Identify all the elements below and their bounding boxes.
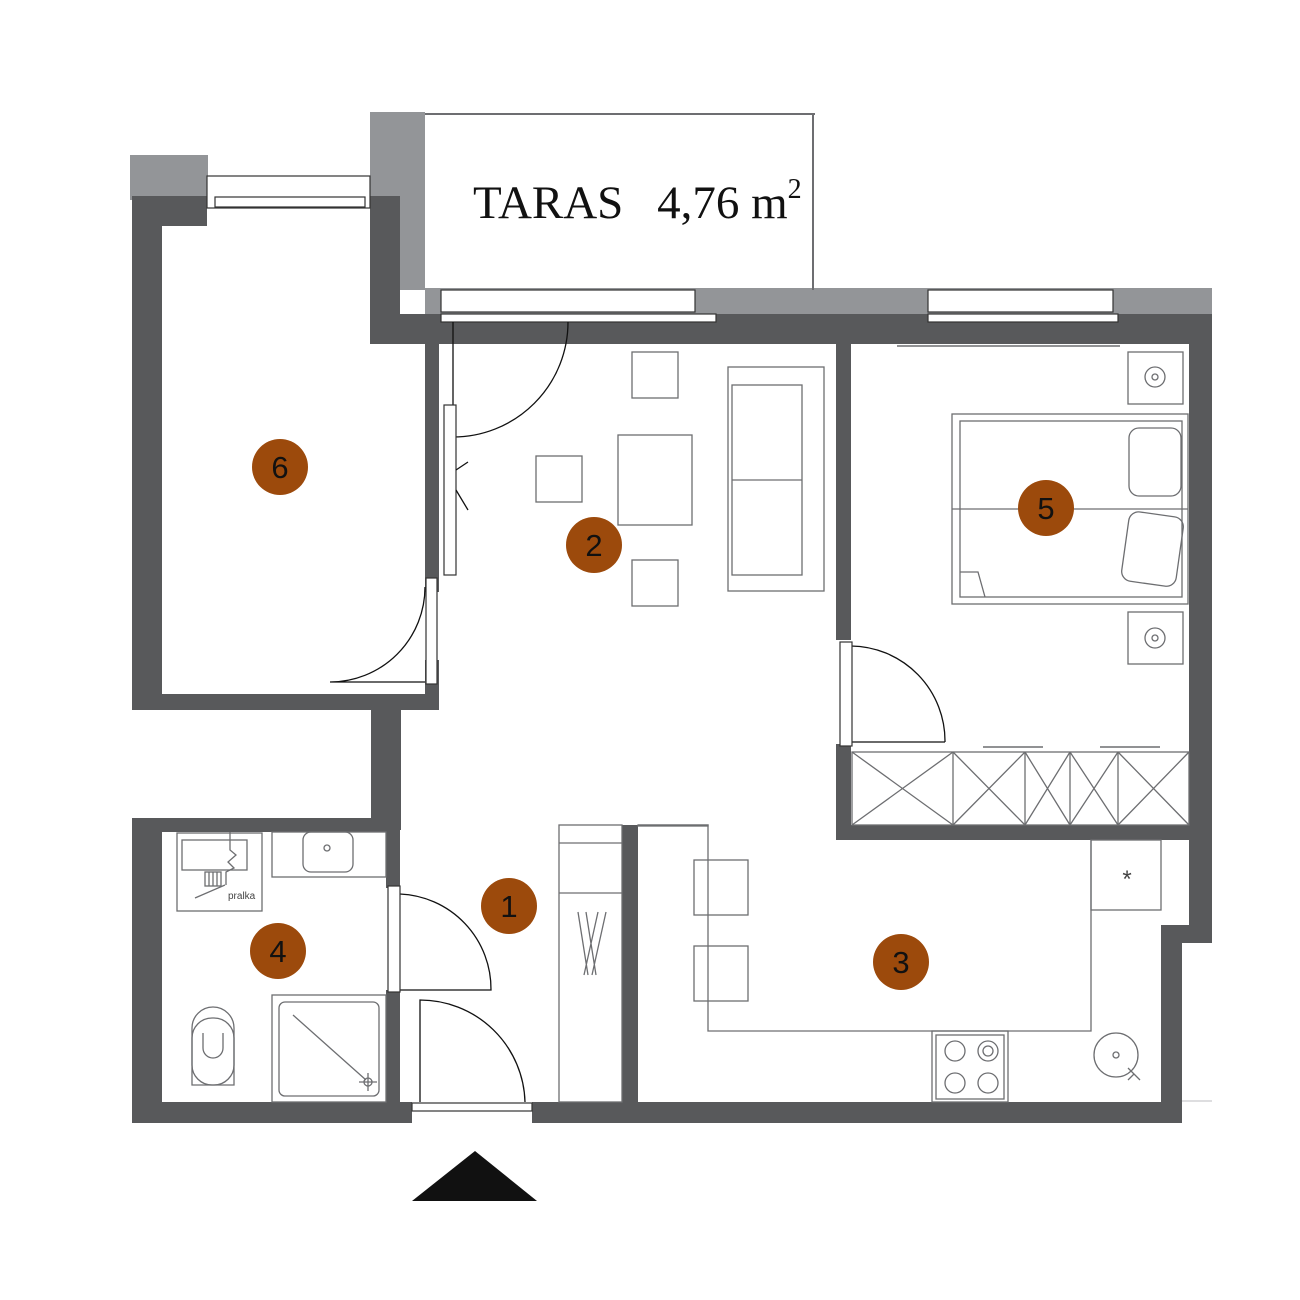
bar-stool xyxy=(693,945,749,1002)
terrace-area: 4,76 m xyxy=(657,177,788,229)
pillow xyxy=(1121,511,1184,587)
room-marker-2: 2 xyxy=(566,517,622,573)
room-marker-3: 3 xyxy=(873,934,929,990)
terrace-name: TARAS xyxy=(473,177,623,229)
room-number-1: 1 xyxy=(500,889,517,924)
coffee-table xyxy=(617,434,693,526)
armchair xyxy=(631,351,679,399)
entrance-arrow-icon xyxy=(412,1151,537,1201)
room-number-5: 5 xyxy=(1037,491,1054,526)
room-marker-4: 4 xyxy=(250,923,306,979)
walls xyxy=(132,196,1212,1123)
room-number-3: 3 xyxy=(892,945,909,980)
room-marker-1: 1 xyxy=(481,878,537,934)
washing-machine xyxy=(176,832,263,912)
shower-tray xyxy=(271,994,387,1103)
room-4-door xyxy=(399,893,492,991)
nightstand-bottom xyxy=(1127,611,1184,665)
bedroom-furniture xyxy=(851,351,1190,826)
room-number-6: 6 xyxy=(271,450,288,485)
room-marker-5: 5 xyxy=(1018,480,1074,536)
room-6-door xyxy=(329,586,426,683)
bathroom-fixtures: pralka xyxy=(176,831,387,1103)
fridge xyxy=(1090,839,1162,911)
side-table xyxy=(631,559,679,607)
bar-stool xyxy=(693,859,749,916)
nightstand-top xyxy=(1127,351,1184,405)
toilet xyxy=(191,1017,235,1086)
terrace-label: TARAS 4,76 m2 xyxy=(473,174,802,229)
pouf xyxy=(535,455,583,503)
room-number-4: 4 xyxy=(269,934,286,969)
living-room-furniture xyxy=(535,351,825,607)
fridge-symbol: * xyxy=(1122,866,1131,893)
doors xyxy=(329,321,946,1112)
room-5-door xyxy=(850,645,946,743)
terrace-area-superscript: 2 xyxy=(788,174,802,205)
cooktop xyxy=(935,1034,1005,1100)
pillow xyxy=(1128,427,1182,497)
hall-wardrobe xyxy=(558,824,623,1103)
kitchen-furniture: * xyxy=(637,824,1212,1103)
sofa xyxy=(727,366,825,592)
wardrobe xyxy=(851,751,1190,826)
windows xyxy=(206,175,1120,347)
entrance-door xyxy=(419,999,526,1103)
washer-label: pralka xyxy=(228,891,256,902)
svg-text:TARAS 4,76 m2: TARAS 4,76 m2 xyxy=(473,174,802,229)
washbasin xyxy=(271,831,387,878)
kitchen-sink xyxy=(1093,1032,1139,1078)
room-marker-6: 6 xyxy=(252,439,308,495)
room-number-2: 2 xyxy=(585,528,602,563)
